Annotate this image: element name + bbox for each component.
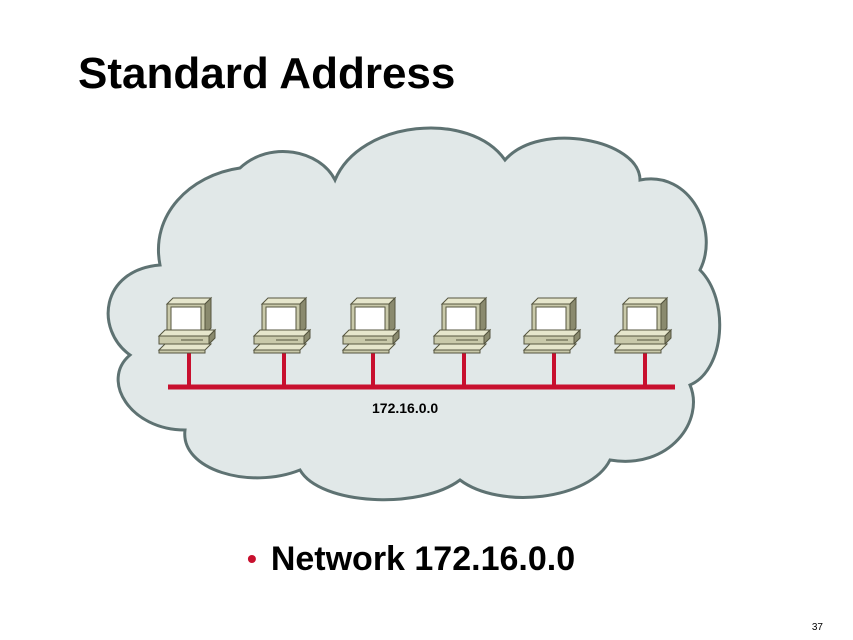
page-title: Standard Address <box>78 49 456 98</box>
computer-icon <box>613 296 673 387</box>
network-cloud <box>106 126 722 502</box>
bullet-icon: • <box>247 543 257 574</box>
page-number: 37 <box>811 622 823 633</box>
bullet-text: Network 172.16.0.0 <box>270 539 576 578</box>
network-address-label: 172.16.0.0 <box>372 400 438 416</box>
computer-icon <box>157 296 217 387</box>
computer-icon <box>522 296 582 387</box>
computer-icon <box>252 296 312 387</box>
computer-icon <box>432 296 492 387</box>
computer-icon <box>341 296 401 387</box>
computers-group <box>157 296 673 387</box>
bullet-item: • Network 172.16.0.0 <box>247 534 575 584</box>
